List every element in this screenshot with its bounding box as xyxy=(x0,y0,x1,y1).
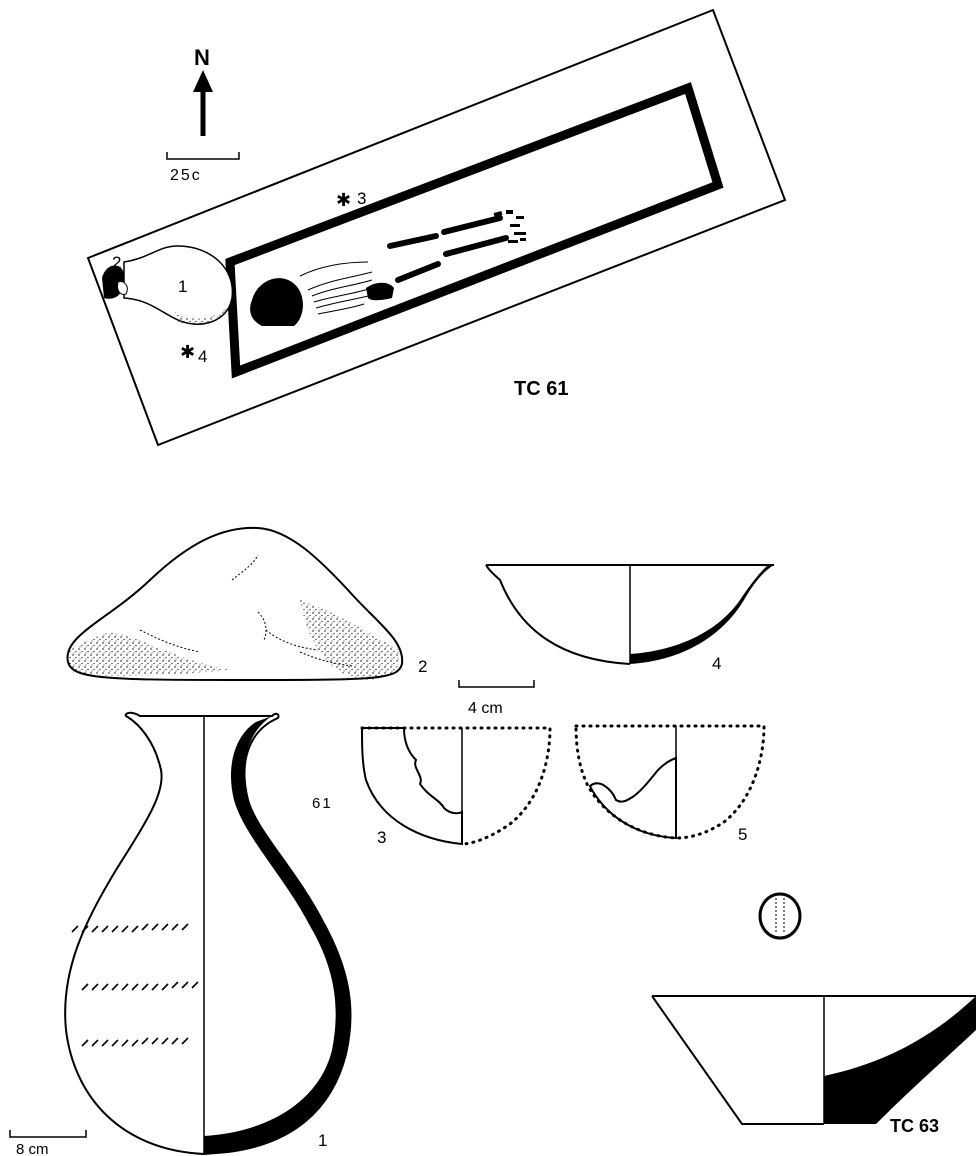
label-object-5: 5 xyxy=(738,825,747,844)
north-label: N xyxy=(194,45,210,70)
plan-label-4: 4 xyxy=(198,347,207,366)
foot-bones xyxy=(493,210,526,243)
flask-decoration xyxy=(71,923,199,1047)
label-object-2: 2 xyxy=(418,657,427,676)
plan-label-3: 3 xyxy=(357,189,366,208)
scale-bar-4cm xyxy=(458,680,535,688)
grave-plan: ✱ ✱ 1 2 3 4 N 25c TC 61 xyxy=(86,8,787,447)
tc63-bowl xyxy=(651,995,976,1125)
scale-bar-8cm xyxy=(9,1130,87,1138)
ribcage-hatching xyxy=(299,261,373,315)
object-1-flask xyxy=(64,711,352,1156)
object-5-bowl xyxy=(574,724,766,840)
object-4-bowl xyxy=(485,564,774,665)
leg-bones xyxy=(387,215,509,283)
object-3-bowl xyxy=(360,726,552,846)
plan-star-3-icon: ✱ xyxy=(336,190,351,210)
plan-label-1: 1 xyxy=(178,277,187,296)
group-label-61: 61 xyxy=(312,795,333,812)
tc63-bead xyxy=(758,892,802,940)
grave-pit-outline xyxy=(86,8,787,447)
plan-title: TC 61 xyxy=(514,378,568,400)
tc63-title: TC 63 xyxy=(890,1116,939,1136)
pelvis-shape xyxy=(366,282,394,301)
coffin-outline xyxy=(225,82,724,379)
plan-scale-label: 25c xyxy=(170,167,202,184)
scale-label-4cm: 4 cm xyxy=(468,700,503,717)
label-object-4: 4 xyxy=(712,654,721,673)
scale-label-8cm: 8 cm xyxy=(16,1141,49,1156)
plan-vessel-1 xyxy=(123,245,234,325)
plan-scale-bar xyxy=(166,152,240,160)
plan-label-2: 2 xyxy=(112,253,121,272)
object-2-stopper xyxy=(66,526,404,682)
skull-shape xyxy=(250,278,303,326)
plan-star-4-icon: ✱ xyxy=(180,342,195,362)
label-object-1: 1 xyxy=(318,1131,327,1150)
label-object-3: 3 xyxy=(377,828,386,847)
